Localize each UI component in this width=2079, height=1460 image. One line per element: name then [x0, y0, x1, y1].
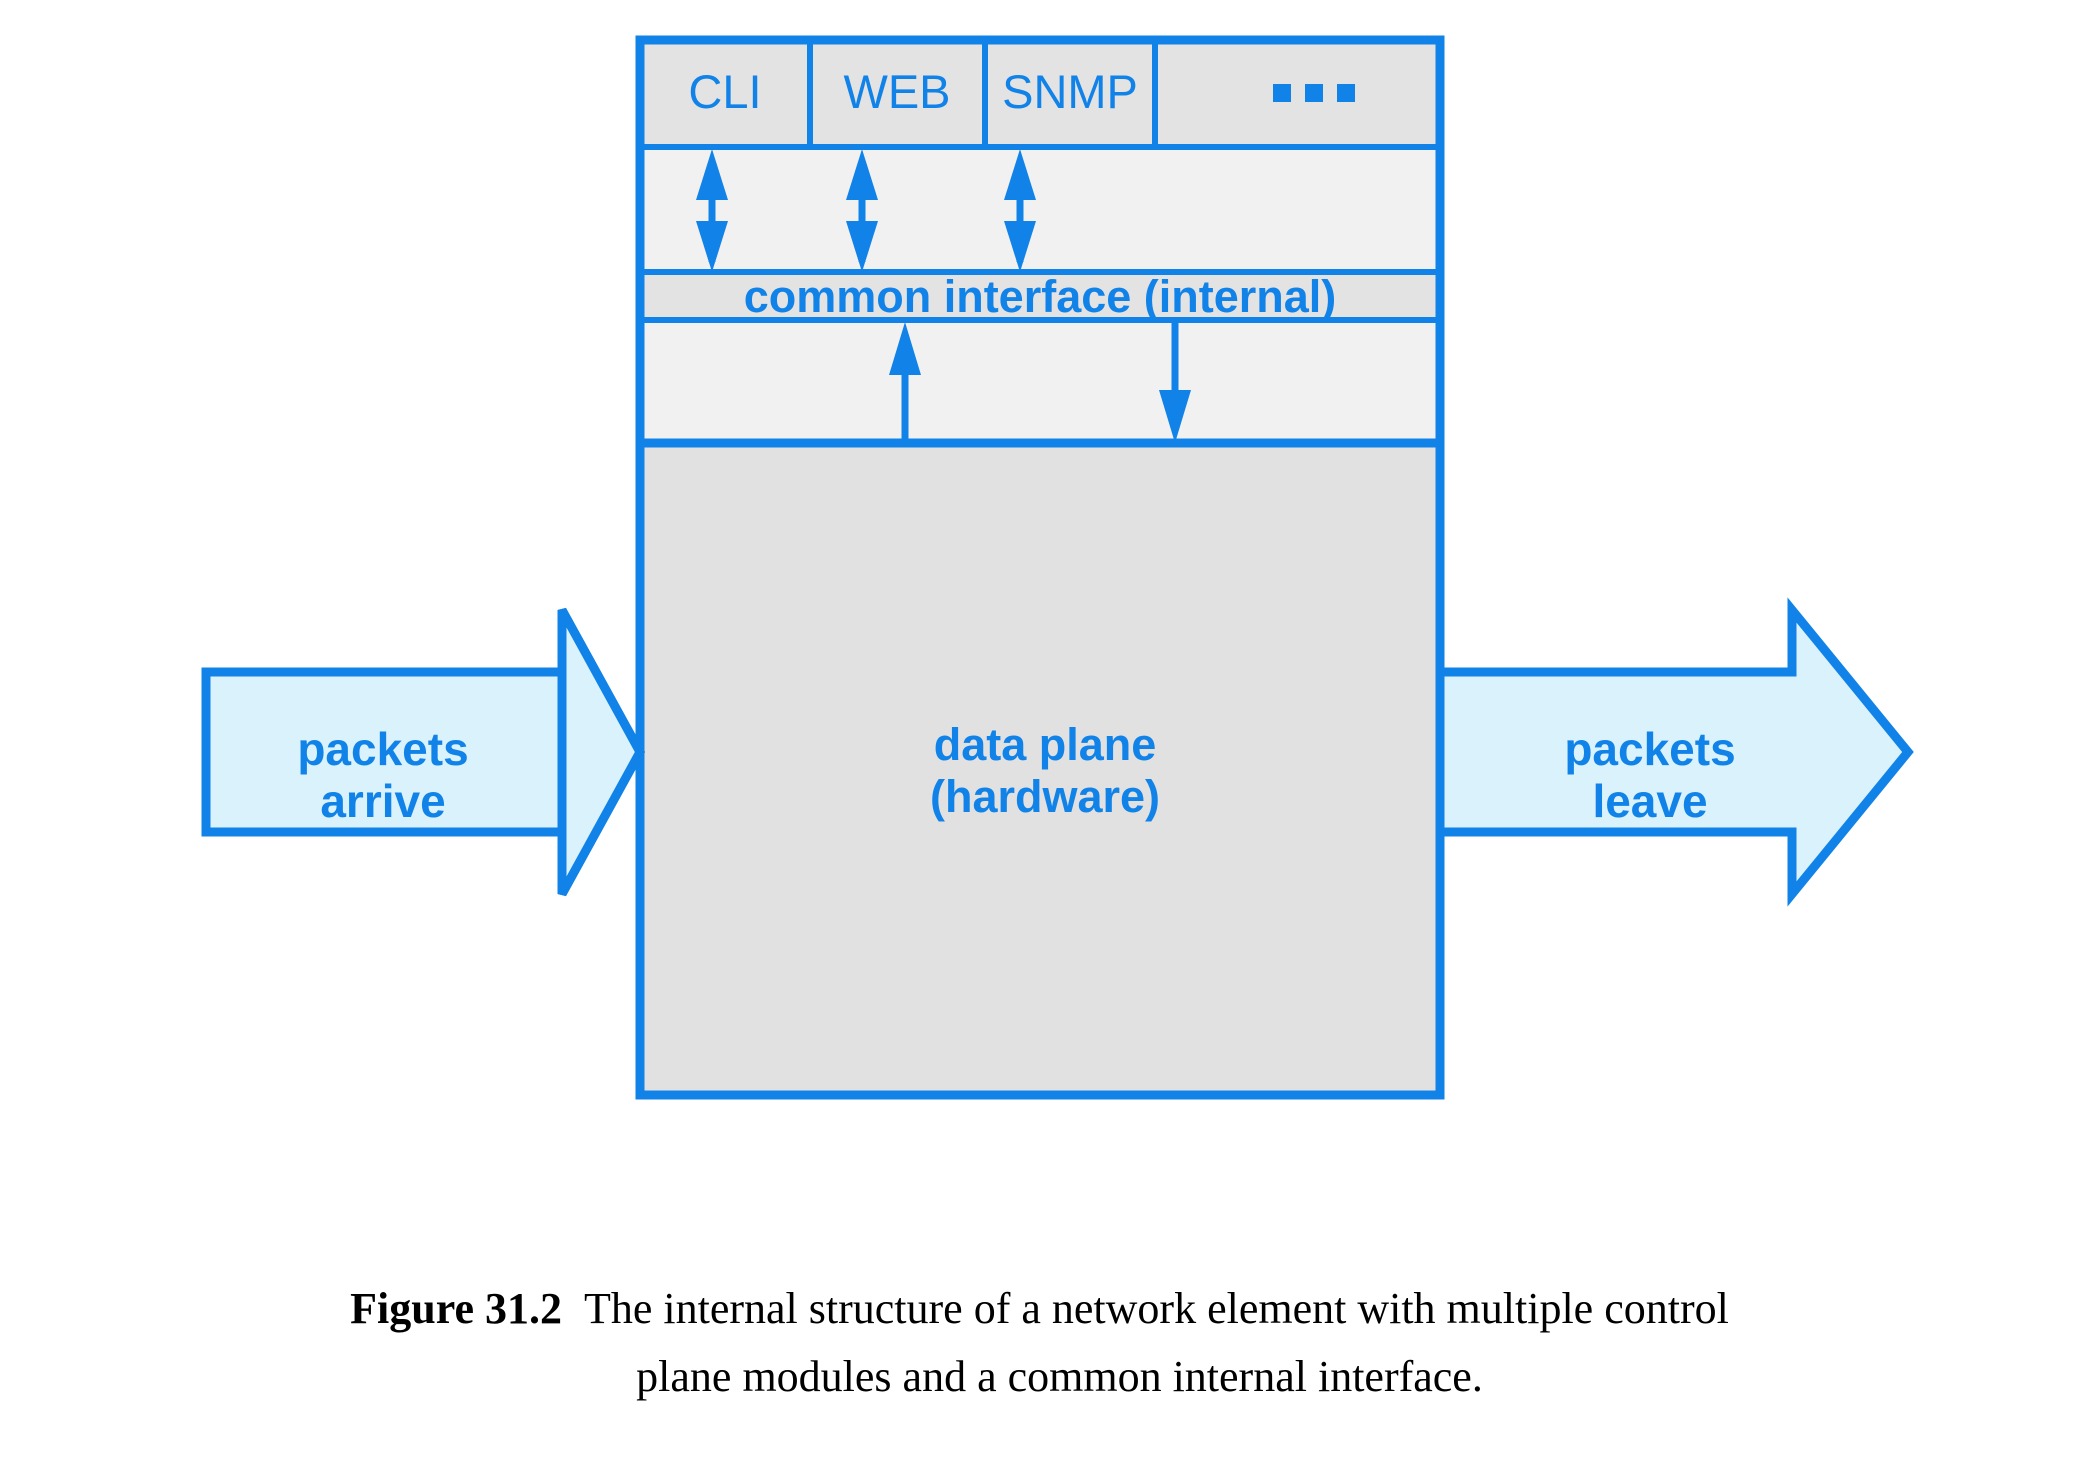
caption-line-1: Figure 31.2 The internal structure of a … — [0, 1275, 2079, 1343]
packets-leave-label-line1: packets — [1564, 723, 1735, 775]
module-cell-more[interactable] — [1152, 37, 1443, 150]
web-bidirectional-arrow — [846, 149, 878, 272]
module-cell-web[interactable]: WEB — [807, 37, 988, 150]
packets-arrive-label-line2: arrive — [320, 775, 445, 827]
figure-caption: Figure 31.2 The internal structure of a … — [0, 1275, 2079, 1411]
module-cell-cli[interactable]: CLI — [637, 37, 813, 150]
packets-leave-arrow: packets leave — [1435, 597, 1914, 907]
ellipsis-icon — [1273, 84, 1355, 102]
caption-line-2: plane modules and a common internal inte… — [636, 1352, 1483, 1401]
packets-arrive-arrowhead-overlay — [557, 443, 646, 1095]
cli-bidirectional-arrow — [696, 149, 728, 272]
module-label-snmp: SNMP — [1002, 65, 1138, 118]
caption-figure-number: Figure 31.2 — [350, 1284, 562, 1333]
common-interface-bar[interactable]: common interface (internal) — [637, 269, 1443, 323]
interface-to-dataplane-arrow — [1159, 320, 1191, 443]
snmp-bidirectional-arrow — [1004, 149, 1036, 272]
module-label-cli: CLI — [688, 65, 761, 118]
dataplane-to-interface-arrow — [889, 322, 921, 443]
caption-text-line1: The internal structure of a network elem… — [583, 1284, 1729, 1333]
lower-gap-background — [640, 320, 1440, 443]
data-plane-label-line2: (hardware) — [930, 771, 1160, 822]
caption-spacer — [562, 1284, 584, 1333]
common-interface-label: common interface (internal) — [744, 271, 1337, 322]
upper-gap-background — [640, 147, 1440, 272]
data-plane-label-line1: data plane — [934, 719, 1157, 770]
data-plane-box[interactable]: data plane (hardware) — [635, 438, 1445, 1100]
module-label-web: WEB — [843, 65, 950, 118]
module-cell-snmp[interactable]: SNMP — [982, 37, 1158, 150]
control-plane-modules: CLI WEB SNMP — [637, 37, 1443, 150]
packets-arrive-label-line1: packets — [297, 723, 468, 775]
packets-leave-label-line2: leave — [1592, 775, 1707, 827]
network-element-diagram: packets arrive packets leave CLI WEB — [201, 35, 1914, 1100]
